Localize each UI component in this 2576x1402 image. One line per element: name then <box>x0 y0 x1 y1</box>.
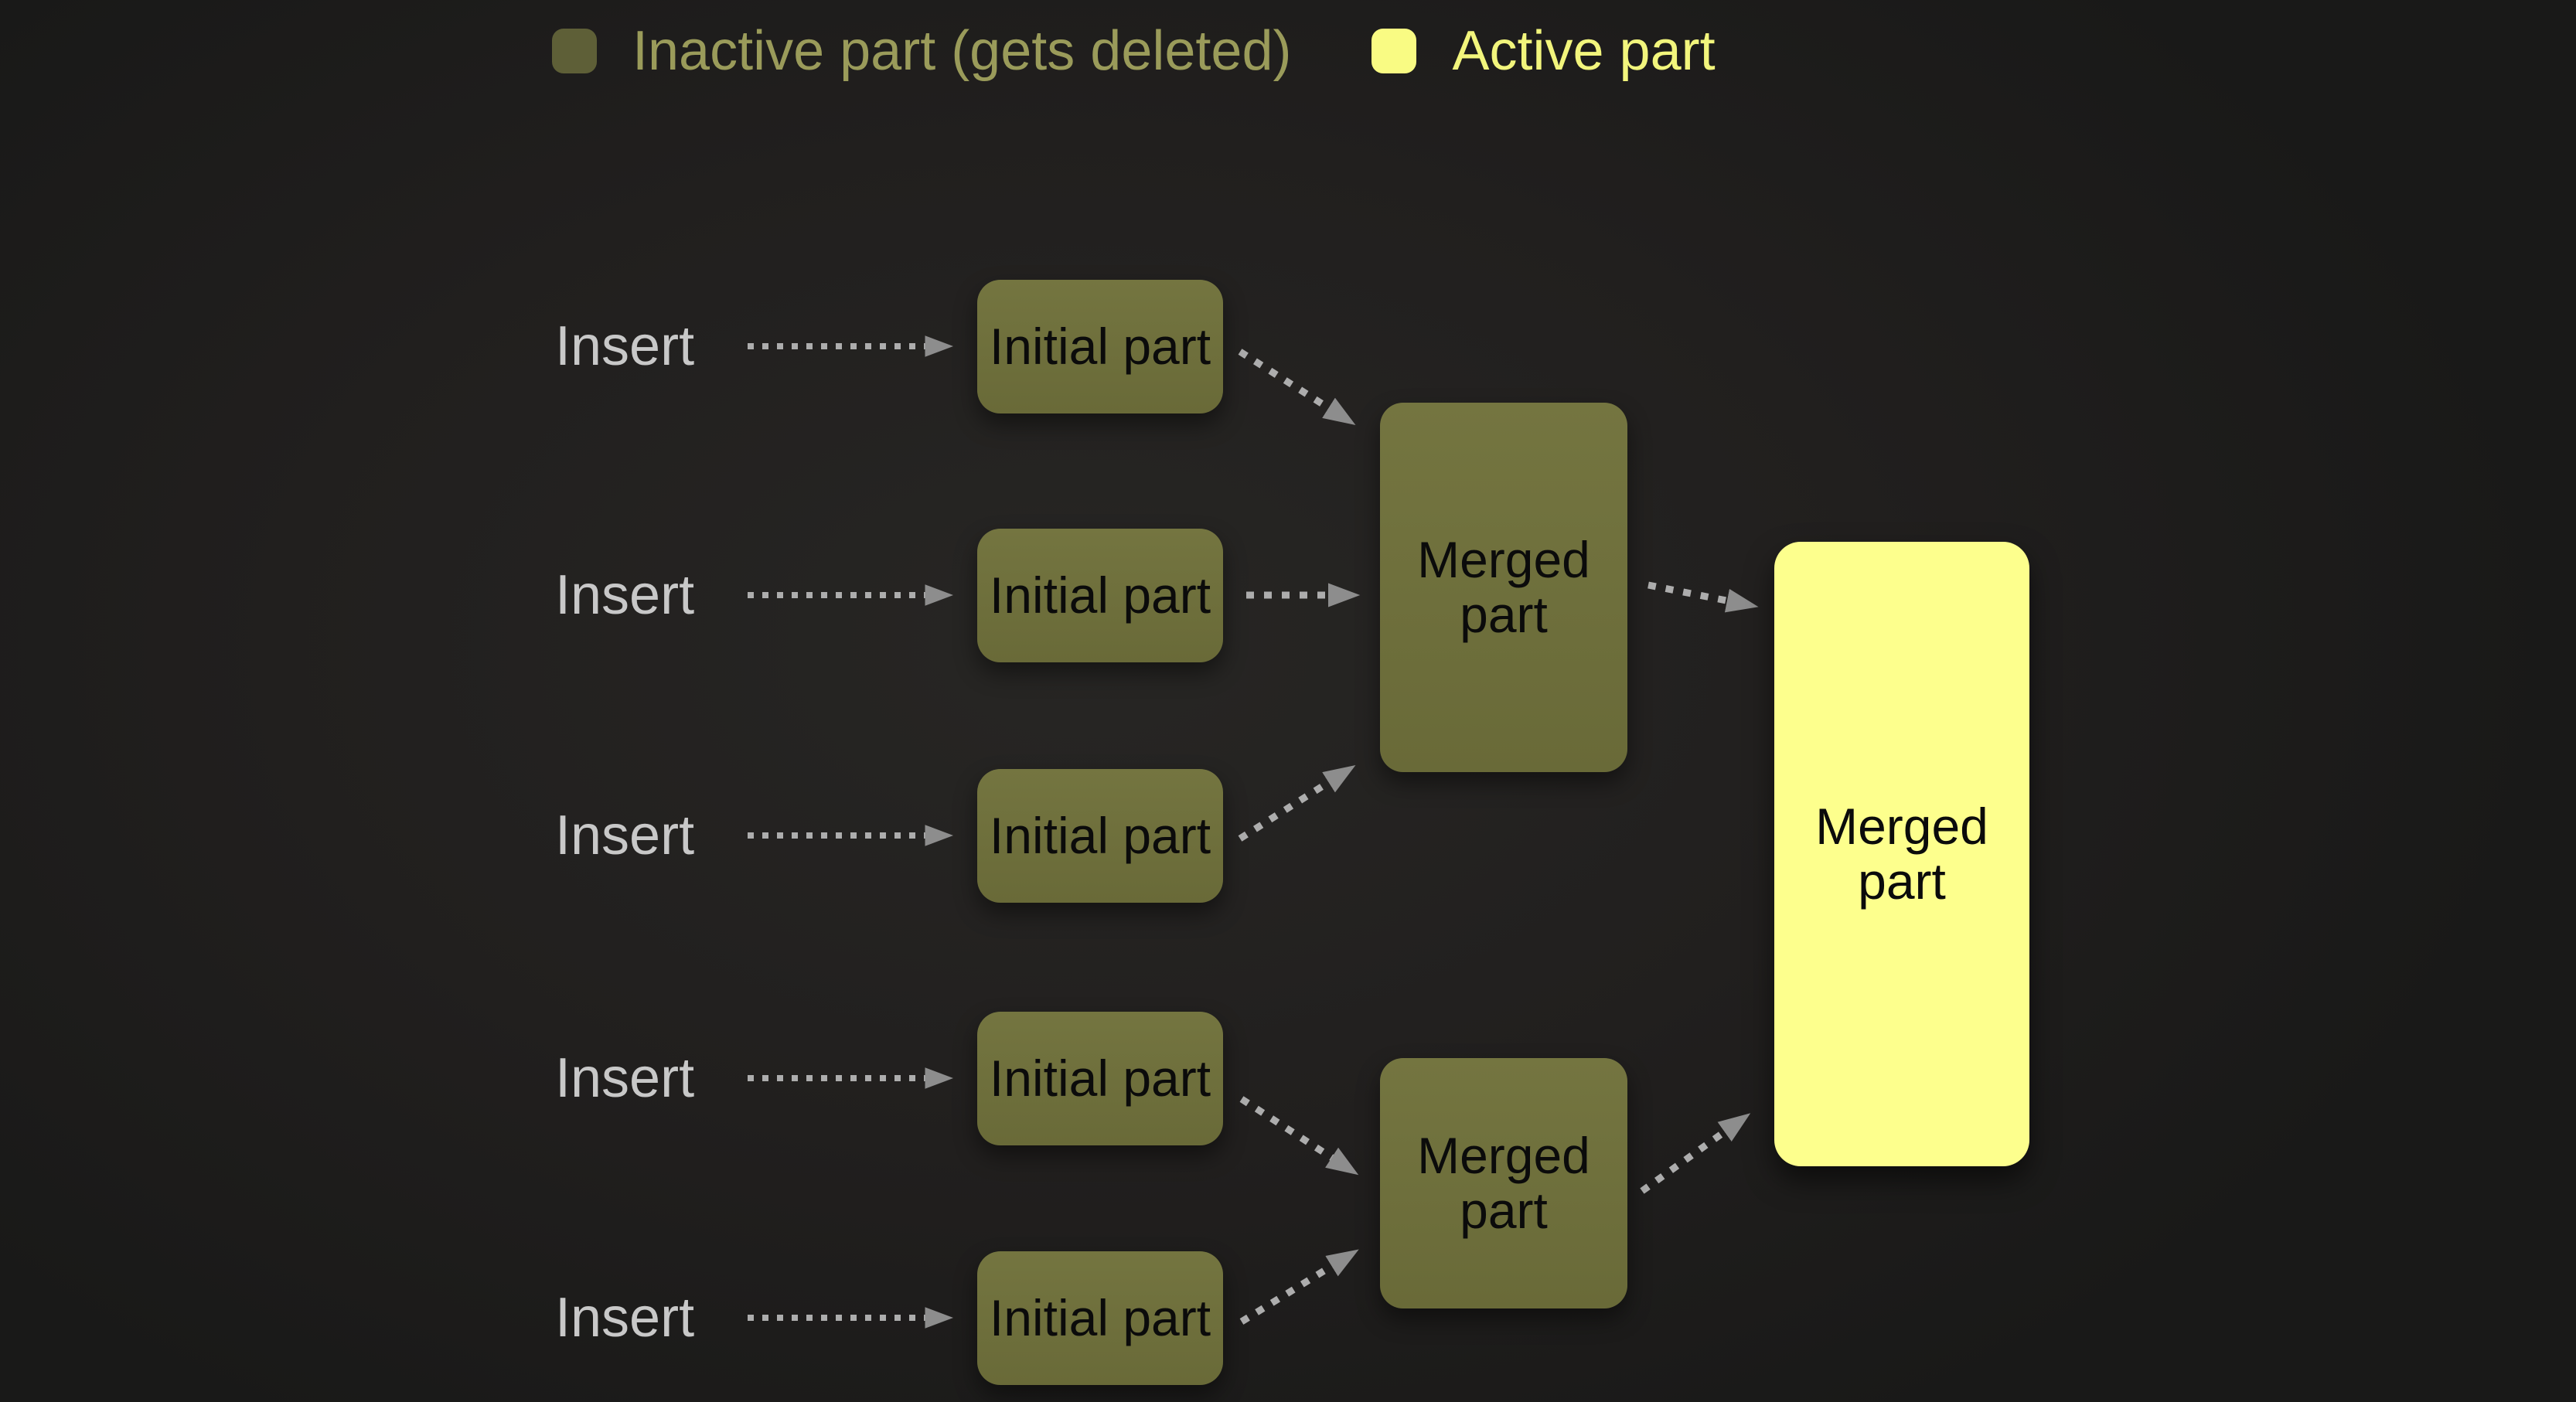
arrow-initial3-merged-top <box>1238 765 1356 842</box>
legend-label-inactive: Inactive part (gets deleted) <box>632 20 1292 82</box>
arrow-initial5-merged-bottom <box>1239 1249 1359 1325</box>
insert-label-2: Insert <box>555 564 695 626</box>
insert-label-4: Insert <box>555 1047 695 1109</box>
initial-part-node-5: Initial part <box>977 1251 1223 1385</box>
active-part-swatch-icon <box>1371 29 1417 73</box>
legend: Inactive part (gets deleted) Active part <box>552 23 1716 79</box>
initial-part-node-4: Initial part <box>977 1012 1223 1145</box>
merged-part-node-top: Merged part <box>1380 403 1627 772</box>
insert-label-1: Insert <box>555 315 695 377</box>
insert-label-3: Insert <box>555 805 695 866</box>
initial-part-node-2: Initial part <box>977 529 1223 662</box>
legend-item-inactive: Inactive part (gets deleted) <box>552 23 1291 79</box>
arrow-merged-bottom-final <box>1640 1113 1751 1194</box>
inactive-part-swatch-icon <box>552 29 597 73</box>
merged-part-node-final: Merged part <box>1774 542 2029 1166</box>
legend-item-active: Active part <box>1371 20 1716 82</box>
arrow-initial1-merged-top <box>1238 349 1356 425</box>
insert-label-5: Insert <box>555 1287 695 1349</box>
initial-part-node-1: Initial part <box>977 280 1223 413</box>
initial-part-node-3: Initial part <box>977 769 1223 903</box>
arrow-merged-top-final <box>1647 581 1759 613</box>
arrow-initial4-merged-bottom <box>1239 1096 1359 1176</box>
legend-label-active: Active part <box>1452 20 1716 82</box>
merged-part-node-bottom: Merged part <box>1380 1058 1627 1308</box>
